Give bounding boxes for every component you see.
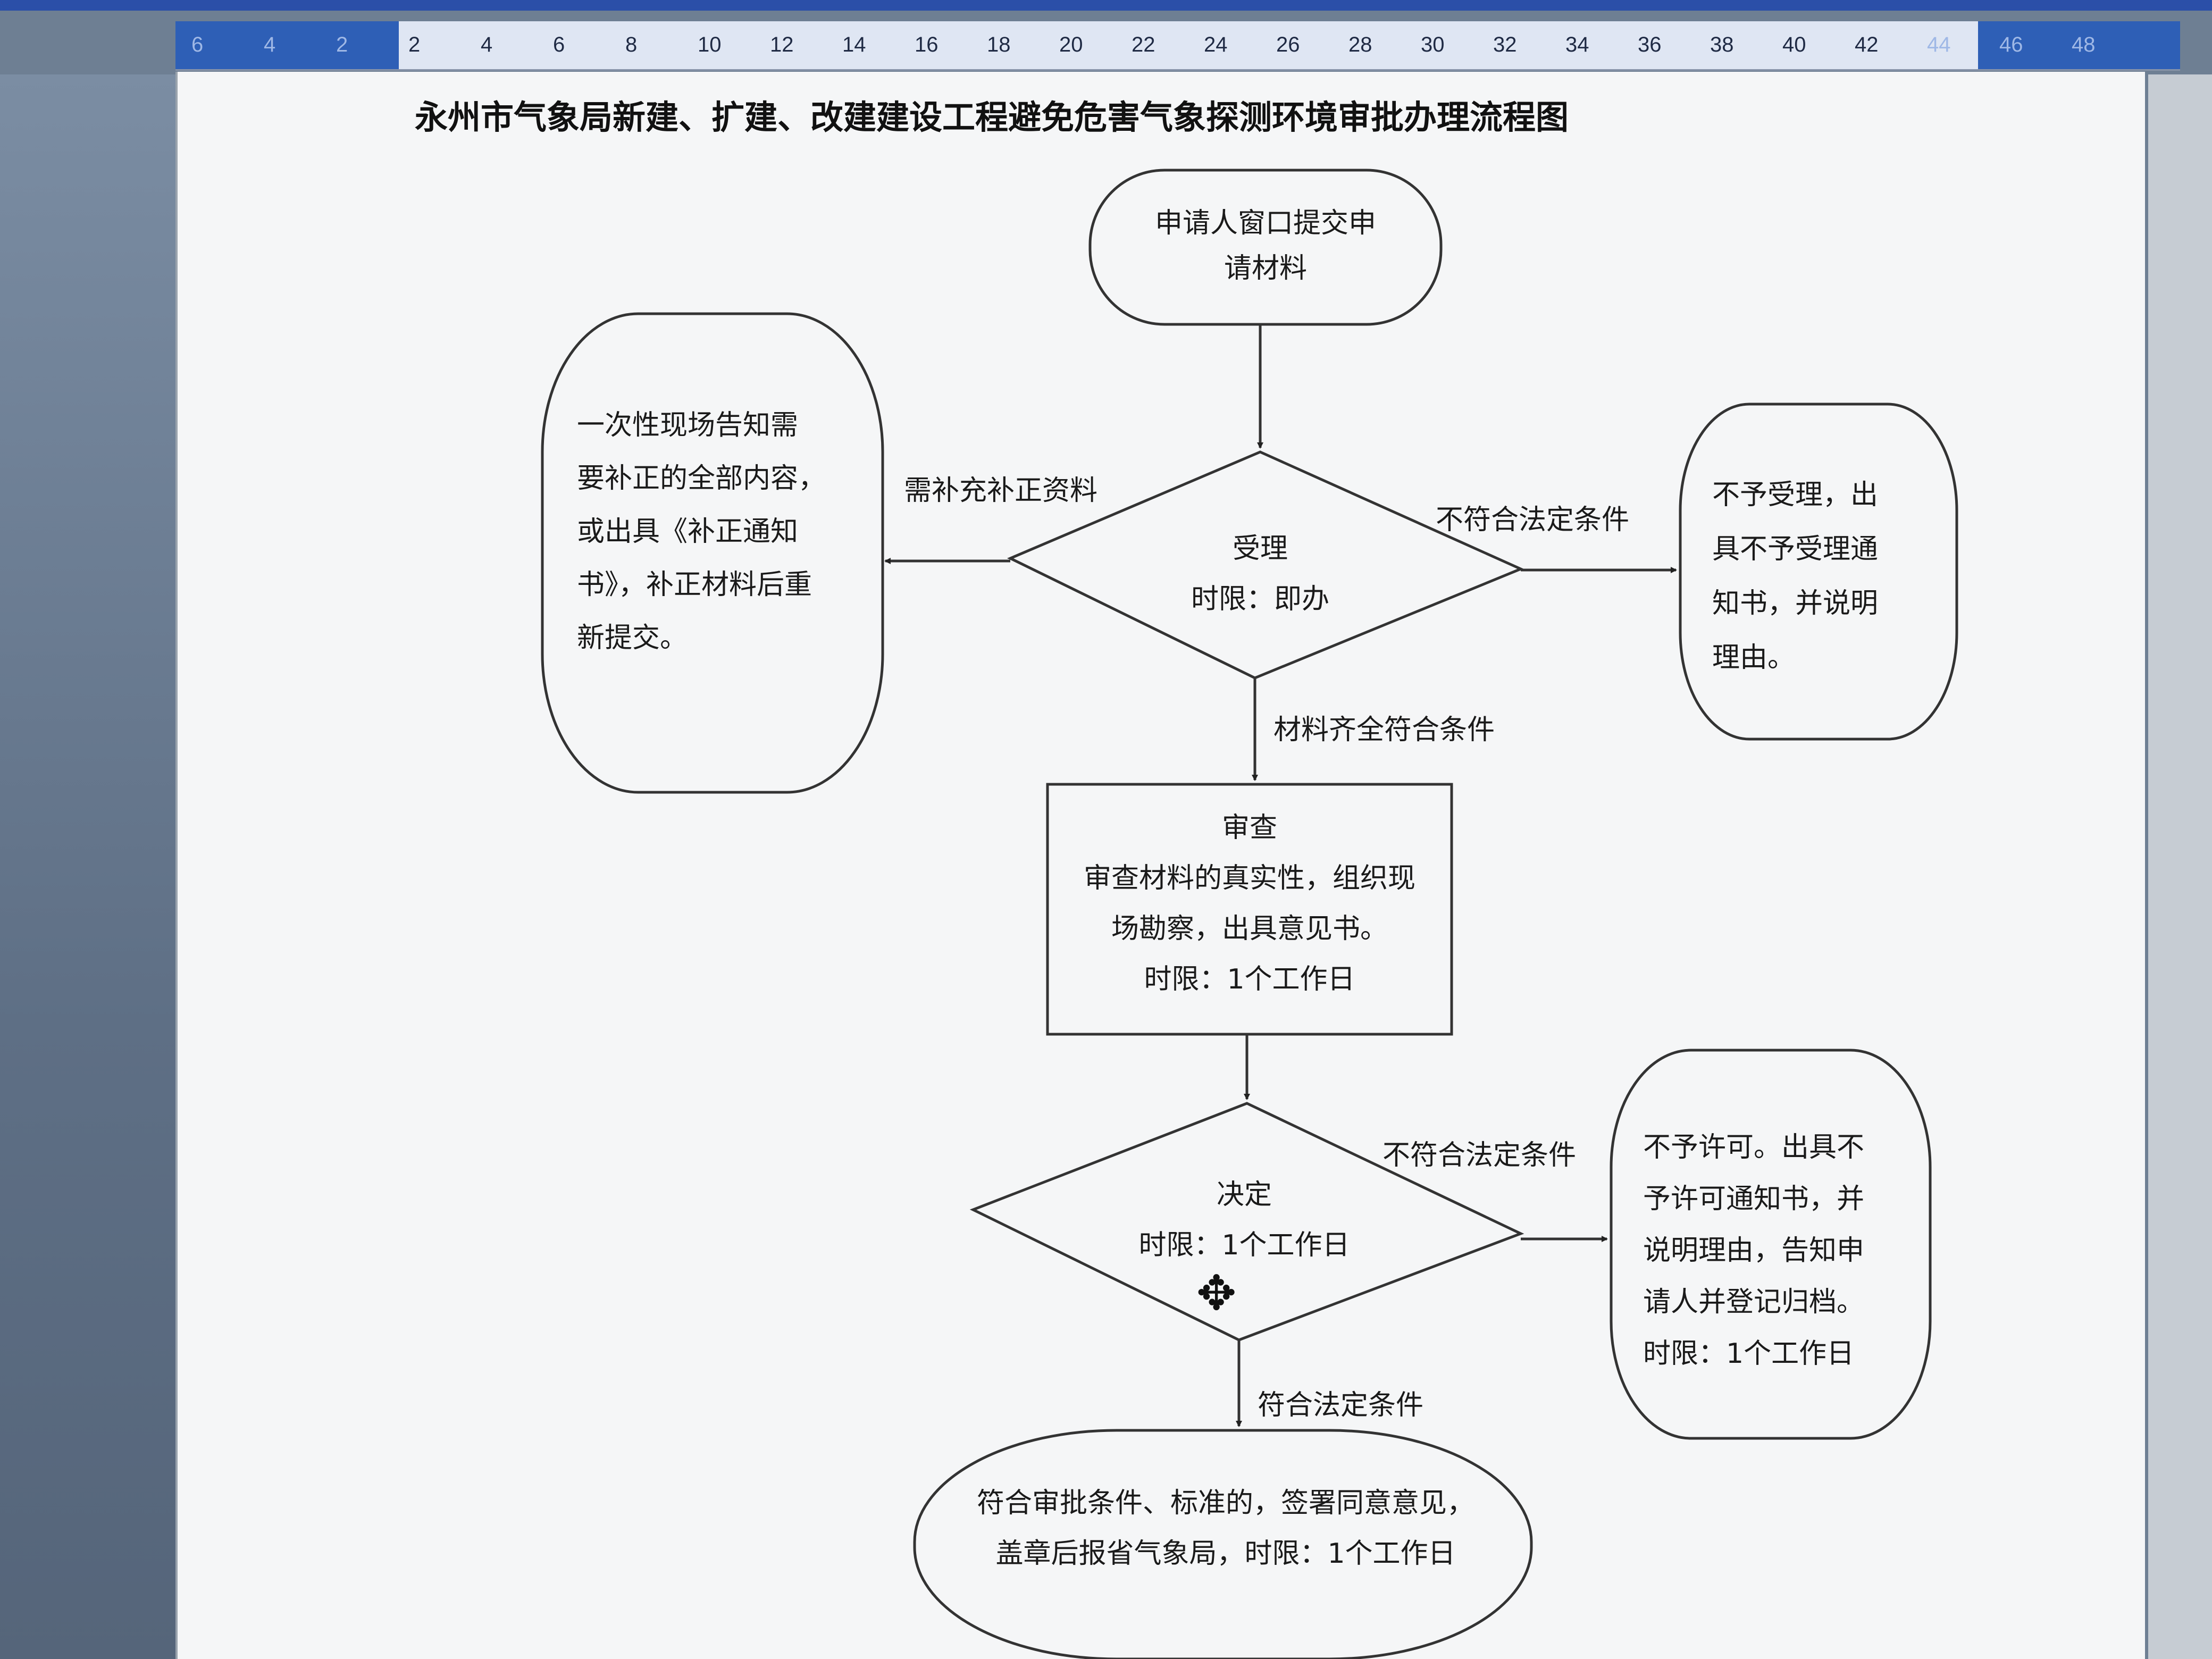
decide-node: 决定 时限：1个工作日 xyxy=(1106,1170,1382,1271)
start-node: 申请人窗口提交申 请材料 xyxy=(1101,199,1430,290)
ruler-number: 6 xyxy=(191,33,204,56)
ruler-number: 6 xyxy=(553,33,565,56)
window-top-bar xyxy=(0,0,2212,11)
reject-accept-line-1: 不予受理，出 xyxy=(1712,479,1879,511)
reject-permit-node-shape xyxy=(1610,1049,1932,1440)
approve-line-2: 盖章后报省气象局，时限：1个工作日 xyxy=(995,1538,1456,1570)
supplement-node: 一次性现场告知需 要补正的全部内容， 或出具《补正通知 书》，补正材料后重 新提… xyxy=(577,399,875,665)
reject-permit-line-5: 时限：1个工作日 xyxy=(1643,1338,1855,1370)
document-page[interactable] xyxy=(175,72,2145,1659)
ruler-number: 30 xyxy=(1421,33,1445,56)
ruler-margin-right xyxy=(1978,21,2180,69)
ruler-number: 22 xyxy=(1132,33,1155,56)
ruler-number: 14 xyxy=(842,33,866,56)
workspace-background-left xyxy=(0,74,175,1659)
ruler-number: 4 xyxy=(481,33,493,56)
review-line-3: 场勘察，出具意见书。 xyxy=(1111,913,1388,945)
ruler-number: 2 xyxy=(336,33,348,56)
accept-line-1: 受理 xyxy=(1232,533,1288,565)
reject-accept-line-2: 具不予受理通 xyxy=(1712,533,1879,565)
reject-permit-line-3: 说明理由，告知申 xyxy=(1643,1235,1865,1267)
reject-permit-line-2: 予许可通知书，并 xyxy=(1643,1183,1865,1215)
label-complete: 材料齐全符合条件 xyxy=(1273,714,1495,746)
reject-permit-line-1: 不予许可。出具不 xyxy=(1643,1132,1865,1163)
review-line-1: 审查 xyxy=(1221,812,1277,844)
approve-line-1: 符合审批条件、标准的，签署同意意见， xyxy=(976,1487,1474,1519)
move-cursor-icon: ✥ xyxy=(1196,1266,1237,1321)
ruler-number: 32 xyxy=(1493,33,1517,56)
ruler-number: 12 xyxy=(770,33,794,56)
ruler-number: 8 xyxy=(625,33,638,56)
ruler-number: 4 xyxy=(264,33,276,56)
ruler-number: 20 xyxy=(1059,33,1083,56)
review-line-4: 时限：1个工作日 xyxy=(1144,963,1355,995)
reject-accept-line-4: 理由。 xyxy=(1712,642,1796,674)
supplement-node-shape xyxy=(541,312,884,794)
ruler-number: 16 xyxy=(915,33,939,56)
ruler-number: 46 xyxy=(1999,33,2023,56)
reject-accept-line-3: 知书，并说明 xyxy=(1712,588,1879,619)
ruler-number: 48 xyxy=(2072,33,2096,56)
ruler-margin-left xyxy=(175,21,399,69)
workspace-background-right xyxy=(2148,74,2212,1659)
ruler-number: 26 xyxy=(1276,33,1300,56)
ruler-number: 18 xyxy=(987,33,1011,56)
ruler-number: 10 xyxy=(698,33,722,56)
ruler-number: 24 xyxy=(1204,33,1228,56)
supplement-line-4: 书》，补正材料后重 xyxy=(577,569,812,601)
decide-line-1: 决定 xyxy=(1216,1179,1272,1211)
accept-line-2: 时限：即办 xyxy=(1191,583,1329,615)
supplement-line-2: 要补正的全部内容， xyxy=(577,463,826,495)
review-node: 审查 审查材料的真实性，组织现 场勘察，出具意见书。 时限：1个工作日 xyxy=(1053,803,1446,1005)
ruler-number: 2 xyxy=(408,33,421,56)
ruler-number: 38 xyxy=(1710,33,1734,56)
approve-node-shape xyxy=(913,1429,1533,1659)
supplement-line-5: 新提交。 xyxy=(577,622,688,654)
ruler-number: 42 xyxy=(1855,33,1879,56)
label-not-legal-accept: 不符合法定条件 xyxy=(1436,504,1630,536)
ruler-number: 44 xyxy=(1927,33,1951,56)
ruler-number: 36 xyxy=(1638,33,1662,56)
page-title: 永州市气象局新建、扩建、改建建设工程避免危害气象探测环境审批办理流程图 xyxy=(415,98,1569,137)
label-legal: 符合法定条件 xyxy=(1258,1389,1424,1421)
reject-accept-node-shape xyxy=(1679,403,1958,741)
reject-permit-line-4: 请人并登记归档。 xyxy=(1643,1286,1865,1318)
label-not-legal-decide: 不符合法定条件 xyxy=(1382,1139,1577,1171)
ruler-number: 28 xyxy=(1348,33,1372,56)
ruler-number: 40 xyxy=(1782,33,1806,56)
review-node-shape xyxy=(1046,783,1453,1036)
start-line-1: 申请人窗口提交申 xyxy=(1154,207,1376,239)
reject-permit-node: 不予许可。出具不 予许可通知书，并 说明理由，告知申 请人并登记归档。 时限：1… xyxy=(1643,1122,1920,1380)
reject-accept-node: 不予受理，出 具不予受理通 知书，并说明 理由。 xyxy=(1712,468,1946,685)
ruler-number: 34 xyxy=(1565,33,1589,56)
label-need-supplement: 需补充补正资料 xyxy=(904,475,1098,507)
supplement-line-3: 或出具《补正通知 xyxy=(577,516,799,548)
supplement-line-1: 一次性现场告知需 xyxy=(577,409,799,441)
accept-node: 受理 时限：即办 xyxy=(1127,524,1393,625)
start-line-2: 请材料 xyxy=(1224,253,1307,284)
review-line-2: 审查材料的真实性，组织现 xyxy=(1083,862,1415,894)
approve-node: 符合审批条件、标准的，签署同意意见， 盖章后报省气象局，时限：1个工作日 xyxy=(936,1478,1515,1579)
start-node-shape xyxy=(1088,169,1443,326)
decide-line-2: 时限：1个工作日 xyxy=(1138,1229,1350,1261)
